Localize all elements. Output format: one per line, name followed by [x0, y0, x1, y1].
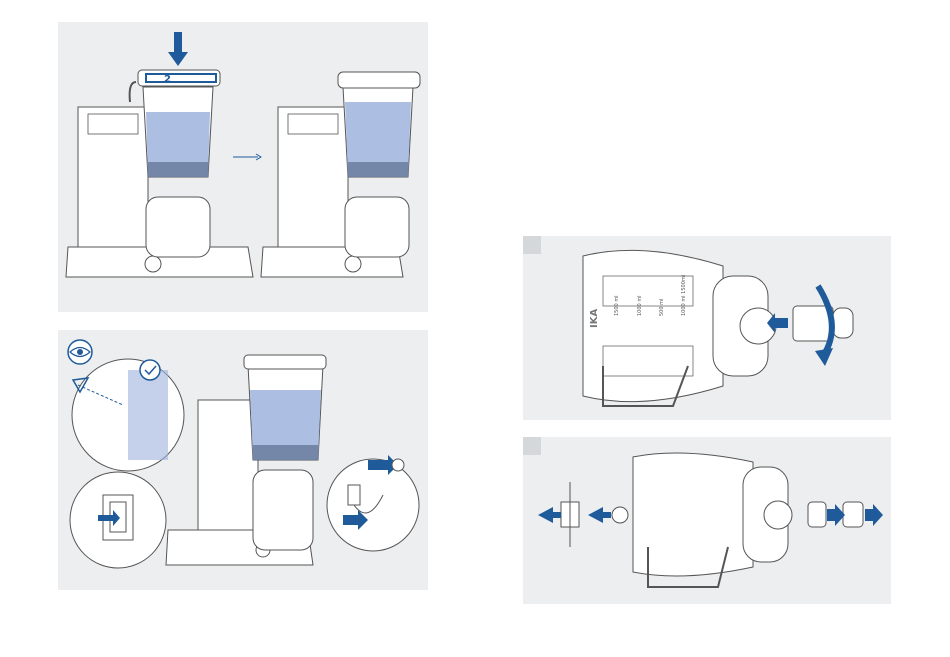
blender-assembled [166, 355, 326, 565]
blender-before: 2 [66, 32, 253, 277]
jar-side-view: IKA 1500 ml 1000 ml 500 ml 1000 ml 1500m… [583, 250, 776, 406]
arrow-right-icon [233, 154, 261, 160]
panel-jar-unscrew: IKA 1500 ml 1000 ml 500 ml 1000 ml 1500m… [523, 236, 891, 420]
power-check-illustration [58, 330, 428, 590]
jar-front-view [633, 453, 792, 587]
blade-assembly [561, 482, 579, 547]
power-switch-icon [98, 495, 133, 540]
jar-unscrew-illustration: IKA 1500 ml 1000 ml 500 ml 1000 ml 1500m… [523, 236, 891, 420]
scale-mark-1: 1500 ml [614, 295, 620, 316]
check-circle-icon [140, 360, 160, 380]
scale-mark-3: 500 ml [659, 299, 665, 316]
panel-jar-disassembly [523, 437, 891, 604]
blender-after [261, 72, 420, 277]
panel-lid-assembly: 2 [58, 22, 428, 312]
seal-ring [612, 507, 628, 523]
panel-power-check [58, 330, 428, 590]
coupling-part [808, 502, 826, 527]
eye-icon [68, 340, 92, 364]
arrow-down-icon [168, 32, 188, 66]
lid-step-number: 2 [164, 74, 171, 85]
jar-disassembly-illustration [523, 437, 891, 604]
blade-unit [793, 306, 853, 341]
scale-mark-4: 1000 ml 1500ml [681, 275, 687, 316]
scale-mark-2: 1000 ml [637, 295, 643, 316]
coupling-cap [843, 502, 863, 527]
detail-circle-plug [327, 459, 419, 551]
lid-assembly-illustration: 2 [58, 22, 428, 312]
jar-brand: IKA [589, 309, 600, 328]
